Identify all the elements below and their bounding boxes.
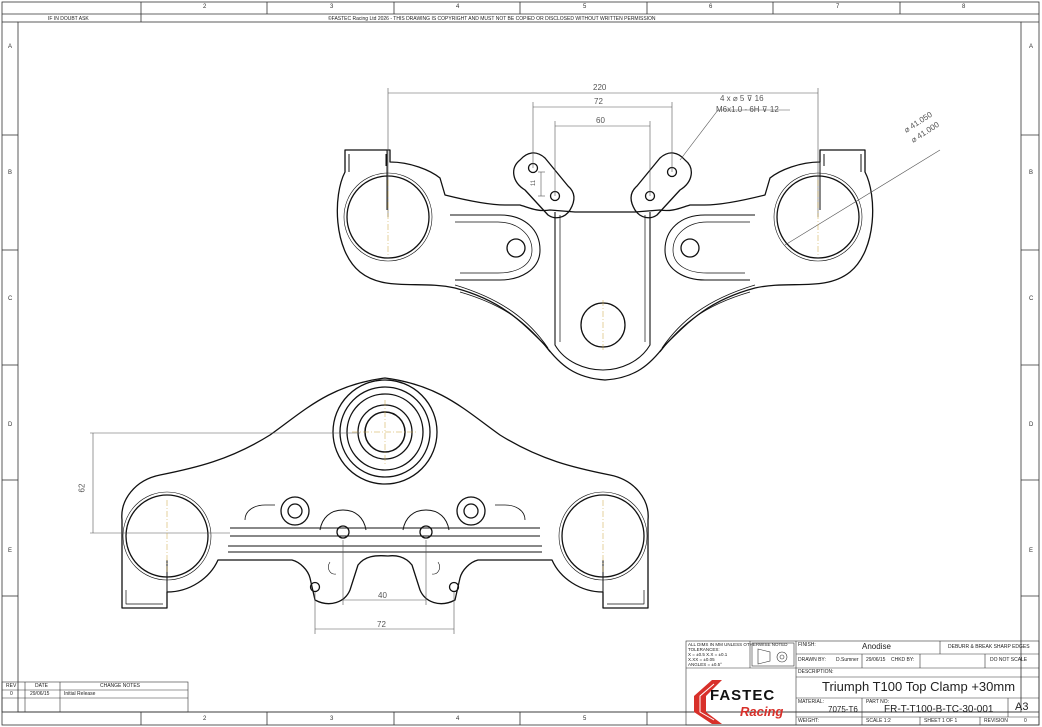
sheet-size: A3 bbox=[1015, 701, 1029, 713]
title-block-grid bbox=[685, 640, 1040, 726]
top-view-dimensions bbox=[387, 88, 941, 246]
top-view bbox=[336, 149, 874, 381]
material-value: 7075-T6 bbox=[828, 705, 858, 714]
tolerance-note-line: X = ±0.5 X.X = ±0.1 bbox=[688, 652, 728, 657]
zone-col-label: 8 bbox=[962, 4, 966, 10]
zone-row-label: E bbox=[8, 548, 13, 554]
logo-fastec-text: FASTEC bbox=[710, 687, 776, 704]
zone-col-label: 5 bbox=[583, 4, 587, 10]
dim-72-bottom: 72 bbox=[377, 620, 386, 629]
zone-col-label: 4 bbox=[456, 4, 460, 10]
zone-row-label: C bbox=[1029, 296, 1034, 302]
zone-col-label: 5 bbox=[583, 716, 587, 722]
zone-col-label: 3 bbox=[330, 716, 334, 722]
weight-label: WEIGHT: bbox=[798, 718, 819, 724]
rev-header-rev: REV bbox=[6, 683, 17, 689]
dim-11: 11 bbox=[531, 179, 538, 187]
part-no-value: FR-T-T100-B-TC-30-001 bbox=[884, 704, 994, 715]
zone-col-label: 2 bbox=[203, 4, 207, 10]
bottom-view bbox=[121, 377, 649, 609]
drawn-by-label: DRAWN BY: bbox=[798, 657, 826, 663]
revision-table-grid bbox=[1, 681, 189, 713]
zone-row-label: B bbox=[8, 170, 13, 176]
projection-symbol-icon bbox=[751, 642, 795, 667]
finish-value: Anodise bbox=[862, 642, 891, 651]
sheet-label: SHEET 1 OF 1 bbox=[924, 718, 958, 724]
zone-row-label: C bbox=[8, 296, 13, 302]
drawn-by-value: D.Sumner bbox=[836, 657, 859, 663]
drawn-date: 29/06/15 bbox=[866, 657, 886, 663]
zone-col-label: 2 bbox=[203, 716, 207, 722]
hole-callout-2: M6x1.0 - 6H ⊽ 12 bbox=[716, 105, 779, 114]
tolerance-note-line: X.XX = ±0.05 bbox=[688, 657, 715, 662]
zone-col-label: 6 bbox=[709, 4, 713, 10]
fastec-logo bbox=[694, 680, 722, 724]
checked-by-label: CHKD BY: bbox=[891, 657, 915, 663]
material-label: MATERIAL: bbox=[798, 699, 825, 705]
dim-72-top: 72 bbox=[594, 97, 603, 106]
rev-row-rev: 0 bbox=[10, 691, 13, 697]
description-label: DESCRIPTION: bbox=[798, 669, 834, 675]
zone-row-label: D bbox=[8, 422, 13, 428]
center-lines-bottom bbox=[166, 400, 604, 572]
bottom-view-dimensions bbox=[90, 432, 455, 634]
rev-row-notes: Initial Release bbox=[64, 691, 96, 697]
zone-row-label: A bbox=[1029, 44, 1034, 50]
rev-header-notes: CHANGE NOTES bbox=[100, 683, 141, 689]
tolerance-note-line: ALL DIMS IN MM UNLESS OTHERWISE NOTED bbox=[688, 642, 788, 647]
copyright-note: ©FASTEC Racing Ltd 2026 - THIS DRAWING I… bbox=[328, 16, 656, 22]
finish-label: FINISH: bbox=[798, 642, 816, 648]
scale-label: SCALE 1:2 bbox=[866, 718, 891, 724]
zone-row-label: D bbox=[1029, 422, 1034, 428]
rev-header-date: DATE bbox=[35, 683, 48, 689]
part-no-label: PART NO: bbox=[866, 699, 890, 705]
dim-220: 220 bbox=[593, 83, 607, 92]
revision-label: REVISION bbox=[984, 718, 1008, 724]
tolerance-note-line: TOLERANCES: bbox=[688, 647, 720, 652]
drawing-title: Triumph T100 Top Clamp +30mm bbox=[822, 679, 1016, 694]
dim-60: 60 bbox=[596, 116, 605, 125]
deburr-note: DEBURR & BREAK SHARP EDGES bbox=[948, 644, 1030, 650]
dim-40: 40 bbox=[378, 591, 387, 600]
center-lines-top bbox=[387, 180, 819, 350]
zone-row-label: B bbox=[1029, 170, 1034, 176]
do-not-scale: DO NOT SCALE bbox=[990, 657, 1028, 663]
revision-value: 0 bbox=[1024, 718, 1027, 724]
dim-62: 62 bbox=[77, 483, 87, 493]
tolerance-note-line: ANGLES = ±0.5° bbox=[688, 662, 722, 667]
zone-col-label: 4 bbox=[456, 716, 460, 722]
logo-racing-text: Racing bbox=[740, 704, 784, 719]
hole-callout-1: 4 x ⌀ 5 ⊽ 16 bbox=[720, 94, 764, 103]
zone-row-label: A bbox=[8, 44, 13, 50]
if-in-doubt-note: IF IN DOUBT ASK bbox=[48, 16, 89, 22]
zone-row-label: E bbox=[1029, 548, 1034, 554]
zone-col-label: 3 bbox=[330, 4, 334, 10]
rev-row-date: 29/06/15 bbox=[30, 691, 50, 697]
zone-col-label: 7 bbox=[836, 4, 840, 10]
